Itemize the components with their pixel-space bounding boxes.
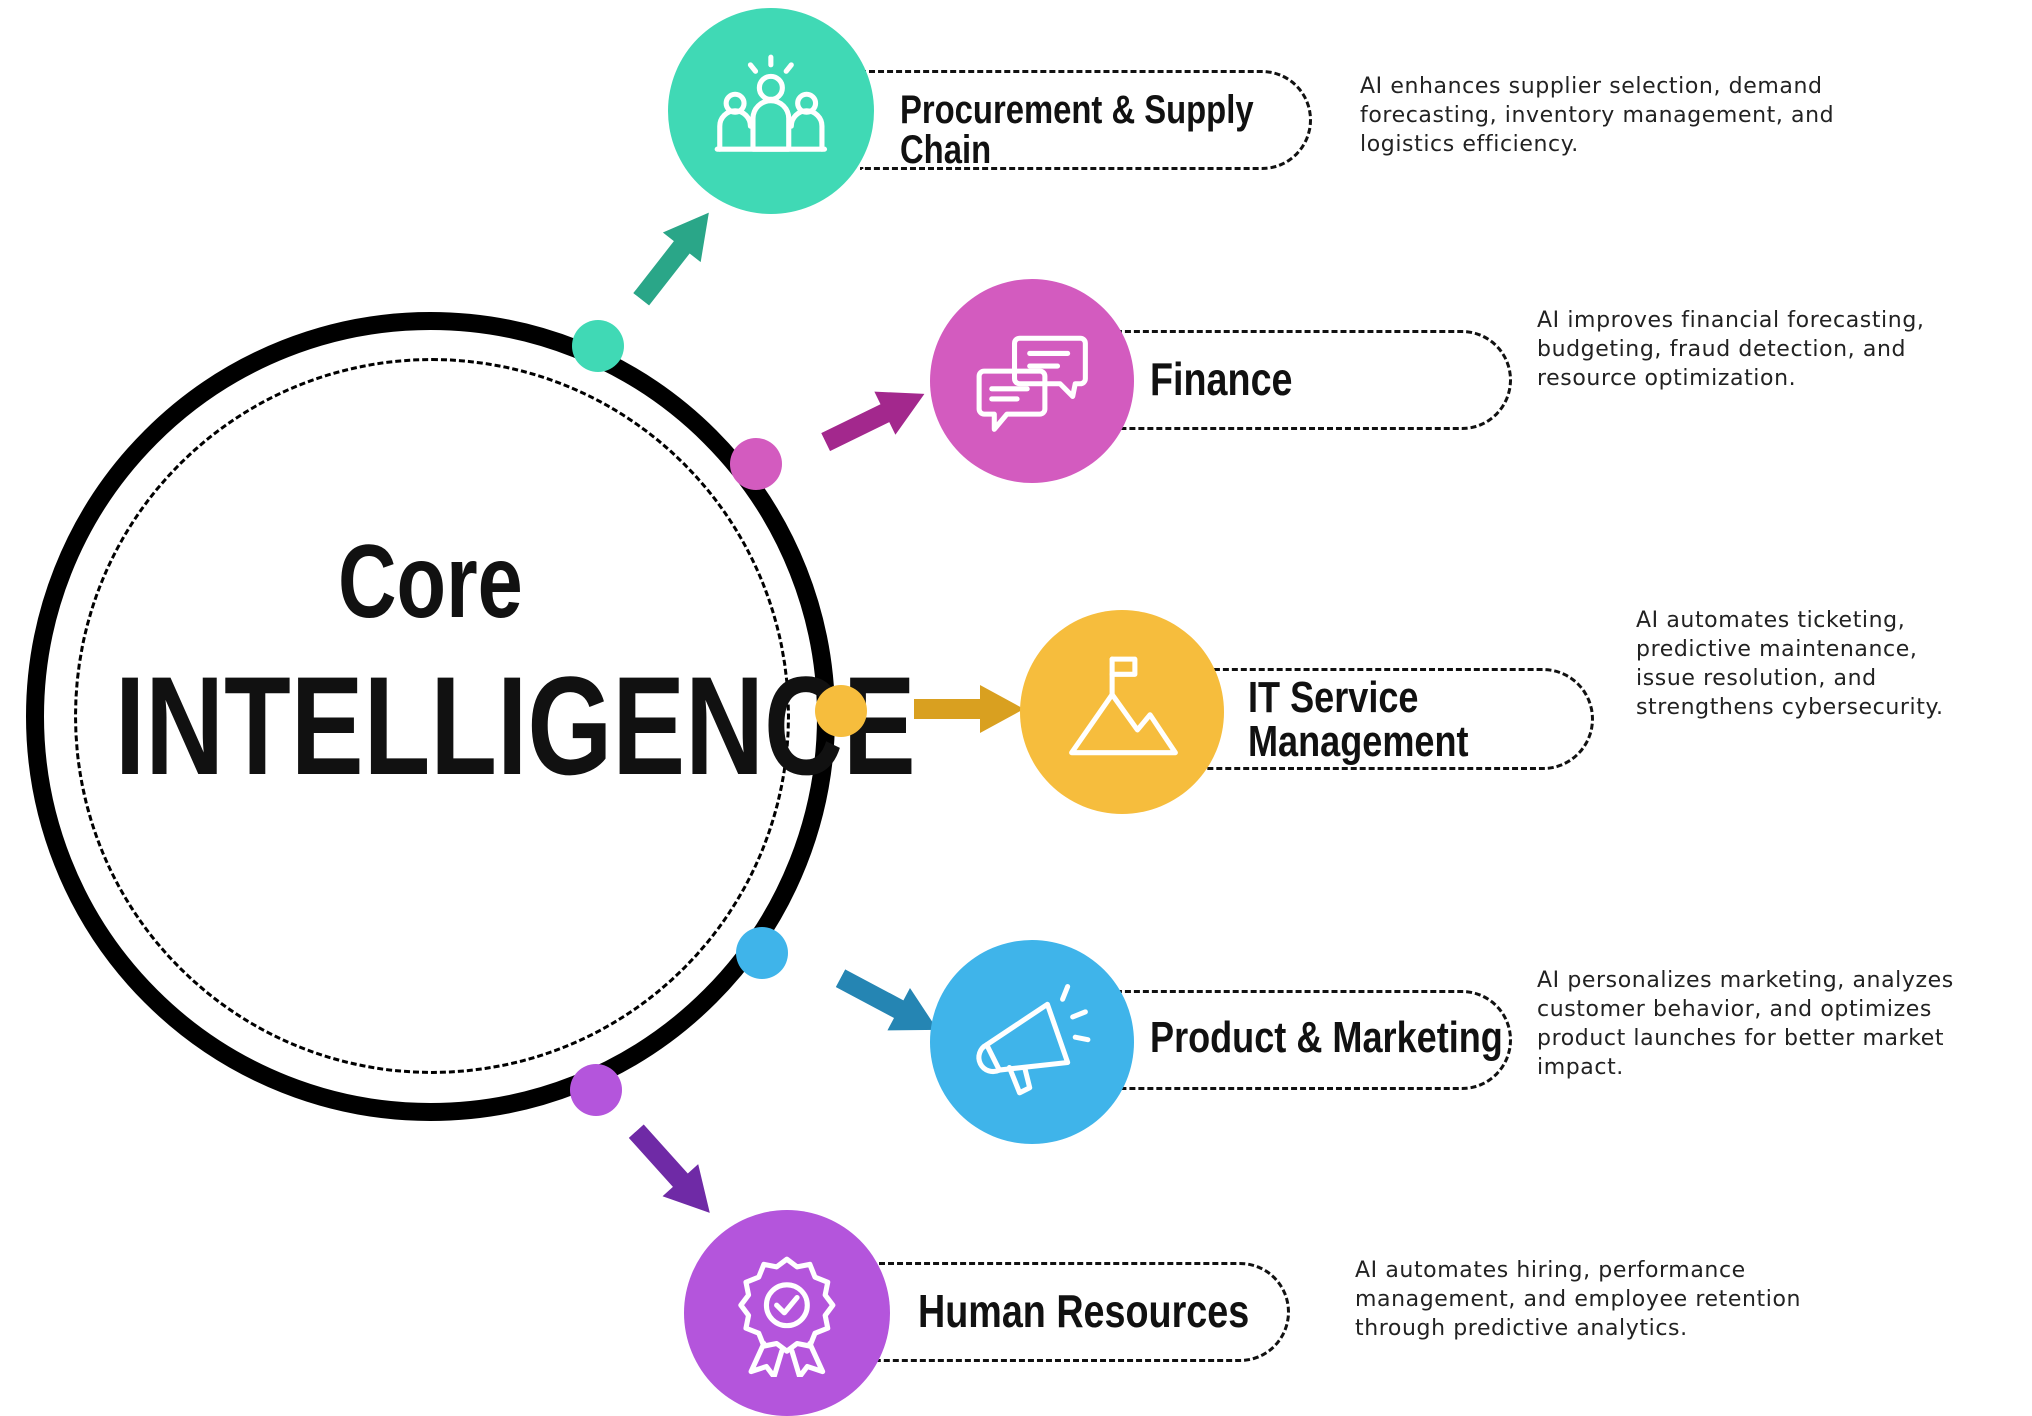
core-title: Core INTELLIGENCE <box>114 524 916 804</box>
product-icon-circle <box>930 940 1134 1144</box>
product-label: Product & Marketing <box>1150 1016 1503 1060</box>
product-description: AI personalizes marketing, analyzes cust… <box>1537 968 1954 1080</box>
product-label-line1: Product & Marketing <box>1150 1013 1503 1062</box>
core-title-line2: INTELLIGENCE <box>114 647 916 804</box>
finance-label: Finance <box>1150 356 1293 402</box>
it-label: IT Service Management <box>1248 676 1469 764</box>
chat-bubbles-icon <box>976 335 1088 432</box>
mountain-flag-icon <box>1068 656 1178 755</box>
procurement-arrow <box>622 198 728 314</box>
team-icon <box>714 54 828 152</box>
finance-connector-dot <box>730 438 782 490</box>
hr-description: AI automates hiring, performance managem… <box>1355 1258 1802 1341</box>
product-connector-dot <box>736 927 788 979</box>
it-label-line2: Management <box>1248 717 1469 766</box>
core-inner-dashed-ring <box>74 358 790 1074</box>
finance-description: AI improves financial forecasting, budge… <box>1537 308 1925 391</box>
it-description: AI automates ticketing, predictive maint… <box>1636 608 1944 720</box>
finance-label-line1: Finance <box>1150 353 1293 405</box>
it-arrow <box>914 685 1024 733</box>
core-title-line1: Core <box>337 524 523 640</box>
it-label-line1: IT Service <box>1248 673 1419 722</box>
procurement-label: Procurement & Supply Chain <box>900 90 1254 170</box>
hr-icon-circle <box>684 1210 890 1416</box>
hr-label-pill <box>870 1262 1290 1362</box>
product-label-pill <box>1080 990 1512 1090</box>
product-arrow <box>829 957 949 1051</box>
megaphone-icon <box>976 983 1091 1096</box>
procurement-description: AI enhances supplier selection, demand f… <box>1360 74 1835 157</box>
procurement-label-pill <box>860 70 1312 170</box>
hr-label-line1: Human Resources <box>918 1285 1250 1337</box>
hr-arrow <box>618 1115 727 1229</box>
it-connector-dot <box>815 685 867 737</box>
finance-arrow <box>815 372 935 463</box>
hr-label: Human Resources <box>918 1288 1249 1334</box>
finance-icon-circle <box>930 279 1134 483</box>
it-icon-circle <box>1020 610 1224 814</box>
finance-label-pill <box>1080 330 1512 430</box>
procurement-label-line1: Procurement & Supply <box>900 88 1254 132</box>
award-badge-icon <box>738 1256 836 1377</box>
procurement-label-line2: Chain <box>900 128 992 172</box>
procurement-icon-circle <box>668 8 874 214</box>
hr-connector-dot <box>570 1064 622 1116</box>
it-label-pill <box>1196 668 1594 770</box>
procurement-connector-dot <box>572 320 624 372</box>
